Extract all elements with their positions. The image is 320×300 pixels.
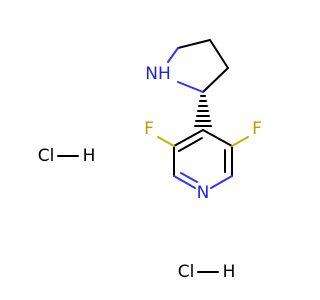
bond-c4-c3 xyxy=(173,129,204,147)
hydrogen-label: H xyxy=(223,262,236,282)
chlorine-label: Cl xyxy=(178,262,195,282)
hcl-salt-1: Cl H xyxy=(38,146,96,166)
bond-c5-f xyxy=(231,136,249,147)
bond-c4-c3-double xyxy=(178,137,203,152)
pyrrolidine-nh-label: NH xyxy=(145,64,171,84)
bond-c2-c3 xyxy=(202,67,229,93)
pyrrolidine-ring xyxy=(167,39,229,93)
chlorine-label: Cl xyxy=(38,146,55,166)
molecule-structure-drawing: NH F F N Cl H Cl H xyxy=(38,39,262,282)
fluorine-right-label: F xyxy=(252,119,262,139)
bond-c4-c5 xyxy=(177,39,211,49)
bond-c3-c4 xyxy=(209,39,229,69)
hydrogen-label: H xyxy=(83,146,96,166)
pyridine-ring xyxy=(173,129,233,189)
bond-c3-f xyxy=(157,136,175,147)
pyridine-n-label: N xyxy=(197,183,210,203)
stereo-hash-wedge xyxy=(194,95,212,127)
fluorine-left-label: F xyxy=(144,119,154,139)
bond-c4-c5 xyxy=(202,129,233,147)
bond-c5-n xyxy=(167,47,179,63)
bond-n-c2 xyxy=(177,81,204,93)
hcl-salt-2: Cl H xyxy=(178,262,236,282)
bond-c6-n xyxy=(210,175,233,189)
bond-c2-n xyxy=(173,175,196,189)
bond-c2-n-double xyxy=(180,172,198,183)
